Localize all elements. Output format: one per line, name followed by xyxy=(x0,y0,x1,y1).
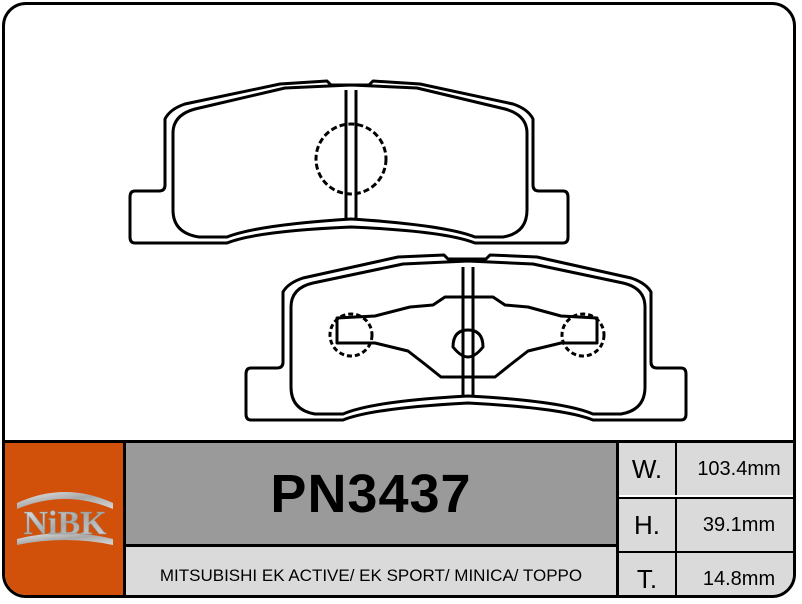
brake-pad-top-icon xyxy=(128,79,570,245)
part-number: PN3437 xyxy=(270,463,472,524)
info-panel: NiBK PN3437 MITSUBISHI EK ACTIVE/ EK SPO… xyxy=(5,440,793,595)
vehicle-application: MITSUBISHI EK ACTIVE/ EK SPORT/ MINICA/ … xyxy=(159,566,583,585)
dimension-value: 103.4mm xyxy=(697,457,781,480)
svg-text:NiBK: NiBK xyxy=(23,505,107,542)
dimension-row-height: H. 39.1mm xyxy=(619,497,793,551)
dimension-value: 14.8mm xyxy=(702,568,776,590)
brand-logo: NiBK xyxy=(5,443,126,595)
brake-pad-bottom-icon xyxy=(244,253,688,422)
brake-pad-drawing xyxy=(5,5,793,440)
dimension-row-thickness: T. 14.8mm xyxy=(619,551,793,595)
part-number-cell: PN3437 xyxy=(126,443,616,547)
dimensions-table: W. 103.4mm H. 39.1mm T. 14.8mm xyxy=(616,443,793,595)
nibk-logo-icon: NiBK xyxy=(17,492,113,545)
dimension-value: 39.1mm xyxy=(702,513,776,536)
vehicle-application-cell: MITSUBISHI EK ACTIVE/ EK SPORT/ MINICA/ … xyxy=(126,547,616,595)
dimension-label: W. xyxy=(619,443,677,495)
dimension-label: T. xyxy=(619,553,677,595)
product-card: NiBK PN3437 MITSUBISHI EK ACTIVE/ EK SPO… xyxy=(2,2,796,598)
dimension-row-width: W. 103.4mm xyxy=(619,443,793,495)
dimension-label: H. xyxy=(619,499,677,551)
